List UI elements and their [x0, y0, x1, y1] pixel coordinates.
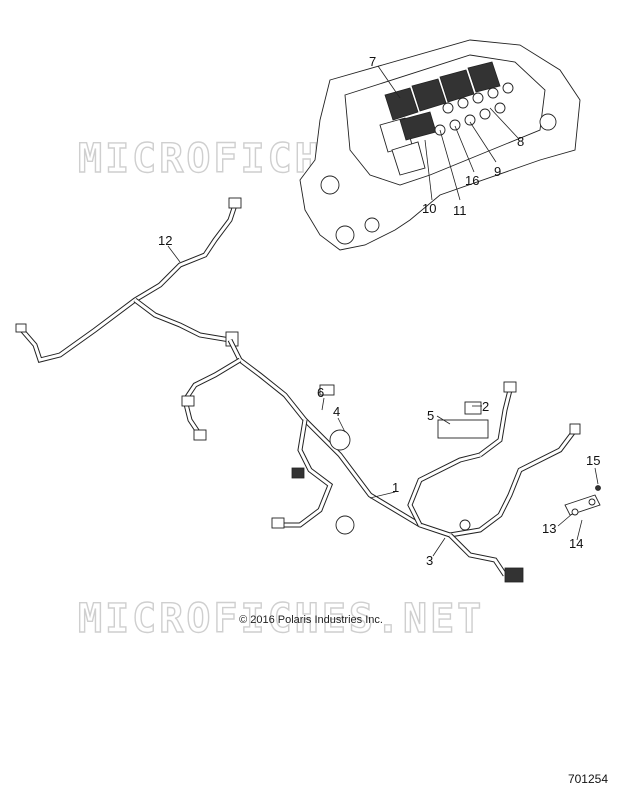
callout-16: 16 [465, 173, 479, 188]
callout-14: 14 [569, 536, 583, 551]
callout-12: 12 [158, 233, 172, 248]
callout-3: 3 [426, 553, 433, 568]
callout-10: 10 [422, 201, 436, 216]
callout-15: 15 [586, 453, 600, 468]
fuse-row [434, 82, 514, 136]
callout-2: 2 [482, 399, 489, 414]
callout-8: 8 [517, 134, 524, 149]
callout-7: 7 [369, 54, 376, 69]
callout-1: 1 [392, 480, 399, 495]
callout-11: 11 [453, 203, 467, 218]
callout-6: 6 [317, 385, 324, 400]
callout-labels: 7 8 9 16 10 11 12 6 4 2 5 1 15 13 14 3 [158, 54, 600, 568]
fuse-box-assembly [299, 39, 581, 251]
relay-block [379, 61, 501, 176]
main-harness [181, 338, 601, 583]
copyright-notice: © 2016 Polaris Industries Inc. [239, 614, 383, 626]
callout-4: 4 [333, 404, 340, 419]
watermark-bottom: MICROFICHES.NET [78, 596, 484, 642]
callout-5: 5 [427, 408, 434, 423]
callout-9: 9 [494, 164, 501, 179]
callout-13: 13 [542, 521, 556, 536]
harness-12 [15, 197, 242, 363]
drawing-number: 701254 [567, 772, 608, 786]
